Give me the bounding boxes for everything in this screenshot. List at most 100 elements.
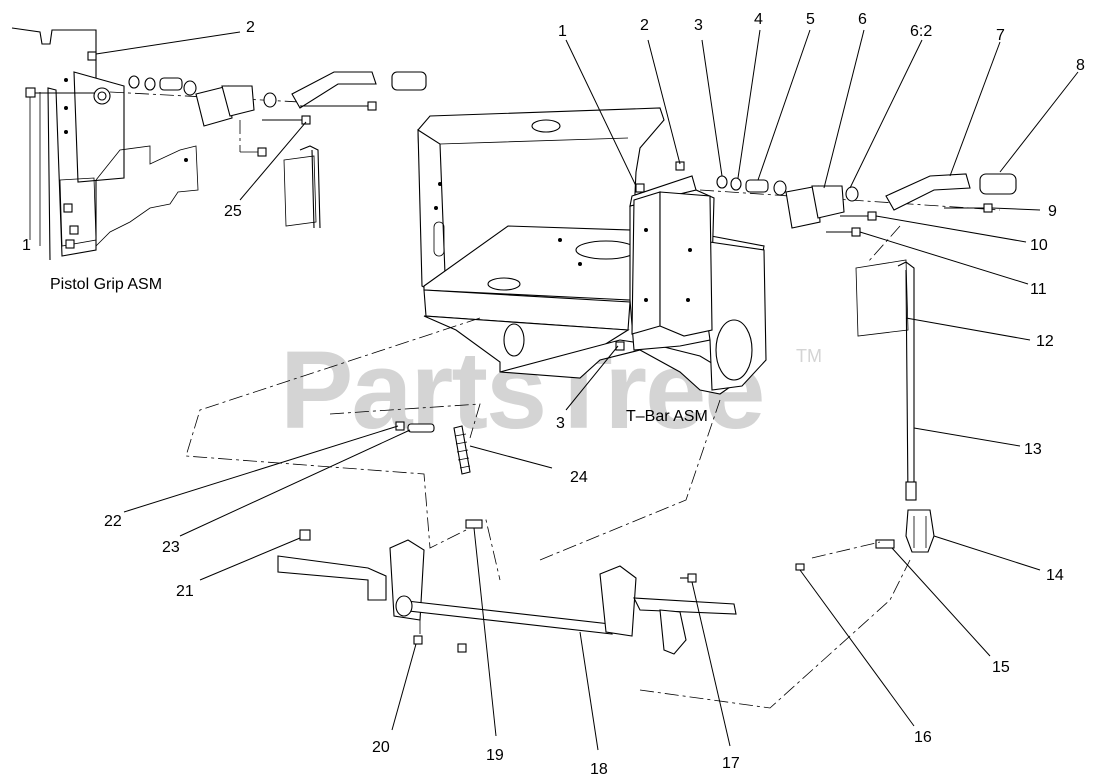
bolt-17	[687, 573, 697, 583]
callout-pg-2: 2	[246, 19, 255, 36]
pg-lower-bolt	[69, 225, 79, 235]
clevis-pin-15	[875, 539, 895, 549]
pg-pivot-nut	[97, 91, 107, 101]
callout-13: 13	[1024, 441, 1042, 458]
pistol-grip-frame-edge	[95, 145, 199, 247]
callout-24: 24	[570, 469, 588, 486]
leader-6	[823, 29, 865, 189]
leader-10	[875, 215, 1027, 243]
screw-19	[465, 519, 483, 529]
pg-lower-bolt	[63, 203, 73, 213]
frame-mount-side	[659, 191, 713, 337]
pistol-grip-assembly	[11, 27, 427, 261]
frame-mount-plate	[631, 191, 661, 335]
spring-coils	[454, 433, 471, 469]
leader-7	[949, 41, 1001, 177]
t-bar-washer-3	[716, 175, 728, 189]
pistol-grip-plate	[73, 71, 125, 183]
pg-bolt-head	[25, 87, 36, 98]
control-rod-tag	[855, 259, 909, 337]
callout-16: 16	[914, 729, 932, 746]
callout-5: 5	[806, 11, 815, 28]
t-bar-pivot-block	[785, 185, 821, 229]
pg-grip-handle	[291, 71, 377, 109]
lever-bar-right	[633, 597, 737, 615]
pg-screw	[301, 115, 311, 125]
leader-18	[579, 631, 599, 751]
t-bar-bushing-6-2	[845, 186, 859, 202]
t-bar-dash-drop	[867, 225, 901, 263]
leader-pg-2	[95, 31, 241, 55]
leader-24	[469, 445, 553, 469]
callout-12: 12	[1036, 333, 1054, 350]
lower-linkage	[185, 317, 911, 709]
callout-19: 19	[486, 747, 504, 764]
clevis-dash	[811, 541, 881, 559]
frame-hole	[644, 228, 648, 232]
t-bar-grip-8	[979, 173, 1017, 195]
frame-hole	[688, 248, 692, 252]
leader-11	[859, 231, 1029, 285]
callout-numbers: 1 2 25 1 2 3 4 5 6 6:2 7 8 9 10 11 12 13…	[22, 11, 1085, 778]
nut-20-b	[457, 643, 467, 653]
frame-top-hole	[531, 119, 561, 133]
pg-pivot-clamp	[221, 85, 255, 117]
pg-rod-tag	[283, 155, 317, 227]
t-bar-bushing-6	[773, 180, 787, 196]
leader-3-bottom	[565, 345, 619, 411]
t-bar-bolt-10	[867, 211, 877, 221]
leader-4	[737, 29, 761, 179]
watermark-trademark: TM	[796, 346, 822, 366]
callout-11: 11	[1030, 281, 1047, 298]
callout-9: 9	[1048, 203, 1057, 220]
leader-9	[991, 207, 1041, 211]
t-bar-screw-11	[851, 227, 861, 237]
callout-4: 4	[754, 11, 763, 28]
leader-8	[999, 71, 1079, 173]
callout-6-2: 6:2	[910, 23, 932, 40]
leader-lines	[95, 29, 1079, 751]
callout-7: 7	[996, 27, 1005, 44]
leader-5	[757, 29, 811, 181]
callout-pg-25: 25	[224, 203, 242, 220]
pistol-grip-rail	[29, 92, 41, 246]
pg-screw-lower	[257, 147, 267, 157]
callout-14: 14	[1046, 567, 1064, 584]
lower-dash-left	[185, 317, 501, 581]
leader-6-2	[849, 39, 923, 189]
pg-lower-bolt	[65, 239, 75, 249]
frame-lower-hole	[503, 323, 525, 357]
callout-pg-1: 1	[22, 237, 31, 254]
pg-spacer	[159, 77, 183, 91]
pistol-grip-lower-plate	[59, 177, 97, 247]
t-bar-washer-4	[730, 177, 742, 191]
leader-12	[905, 317, 1031, 341]
pg-hole	[184, 158, 188, 162]
pg-hole	[64, 78, 68, 82]
t-bar-pivot-clamp	[811, 185, 845, 219]
lever-bracket-left	[277, 555, 387, 601]
callout-23: 23	[162, 539, 180, 556]
frame-hole	[644, 298, 648, 302]
caption-t-bar: T–Bar ASM	[626, 408, 708, 425]
lever-arm-right	[659, 609, 687, 655]
leader-23	[179, 429, 411, 537]
nut-22	[395, 421, 405, 431]
t-bar-linkage	[699, 173, 1017, 571]
t-bar-handle-7	[885, 173, 971, 211]
shaft-end-left	[395, 595, 413, 617]
caption-pistol-grip: Pistol Grip ASM	[50, 276, 162, 293]
frame-hole	[558, 238, 562, 242]
callout-1: 1	[558, 23, 567, 40]
pg-nut-2	[87, 51, 97, 61]
callout-3: 3	[694, 17, 703, 34]
leader-3	[701, 39, 723, 177]
leader-15	[891, 547, 991, 657]
callout-18: 18	[590, 761, 608, 778]
frame-hole	[578, 262, 582, 266]
frame-hole	[686, 298, 690, 302]
bolt-23	[407, 423, 435, 433]
frame-hole	[434, 206, 438, 210]
leader-pg-25	[239, 121, 307, 201]
main-frame	[417, 107, 767, 395]
